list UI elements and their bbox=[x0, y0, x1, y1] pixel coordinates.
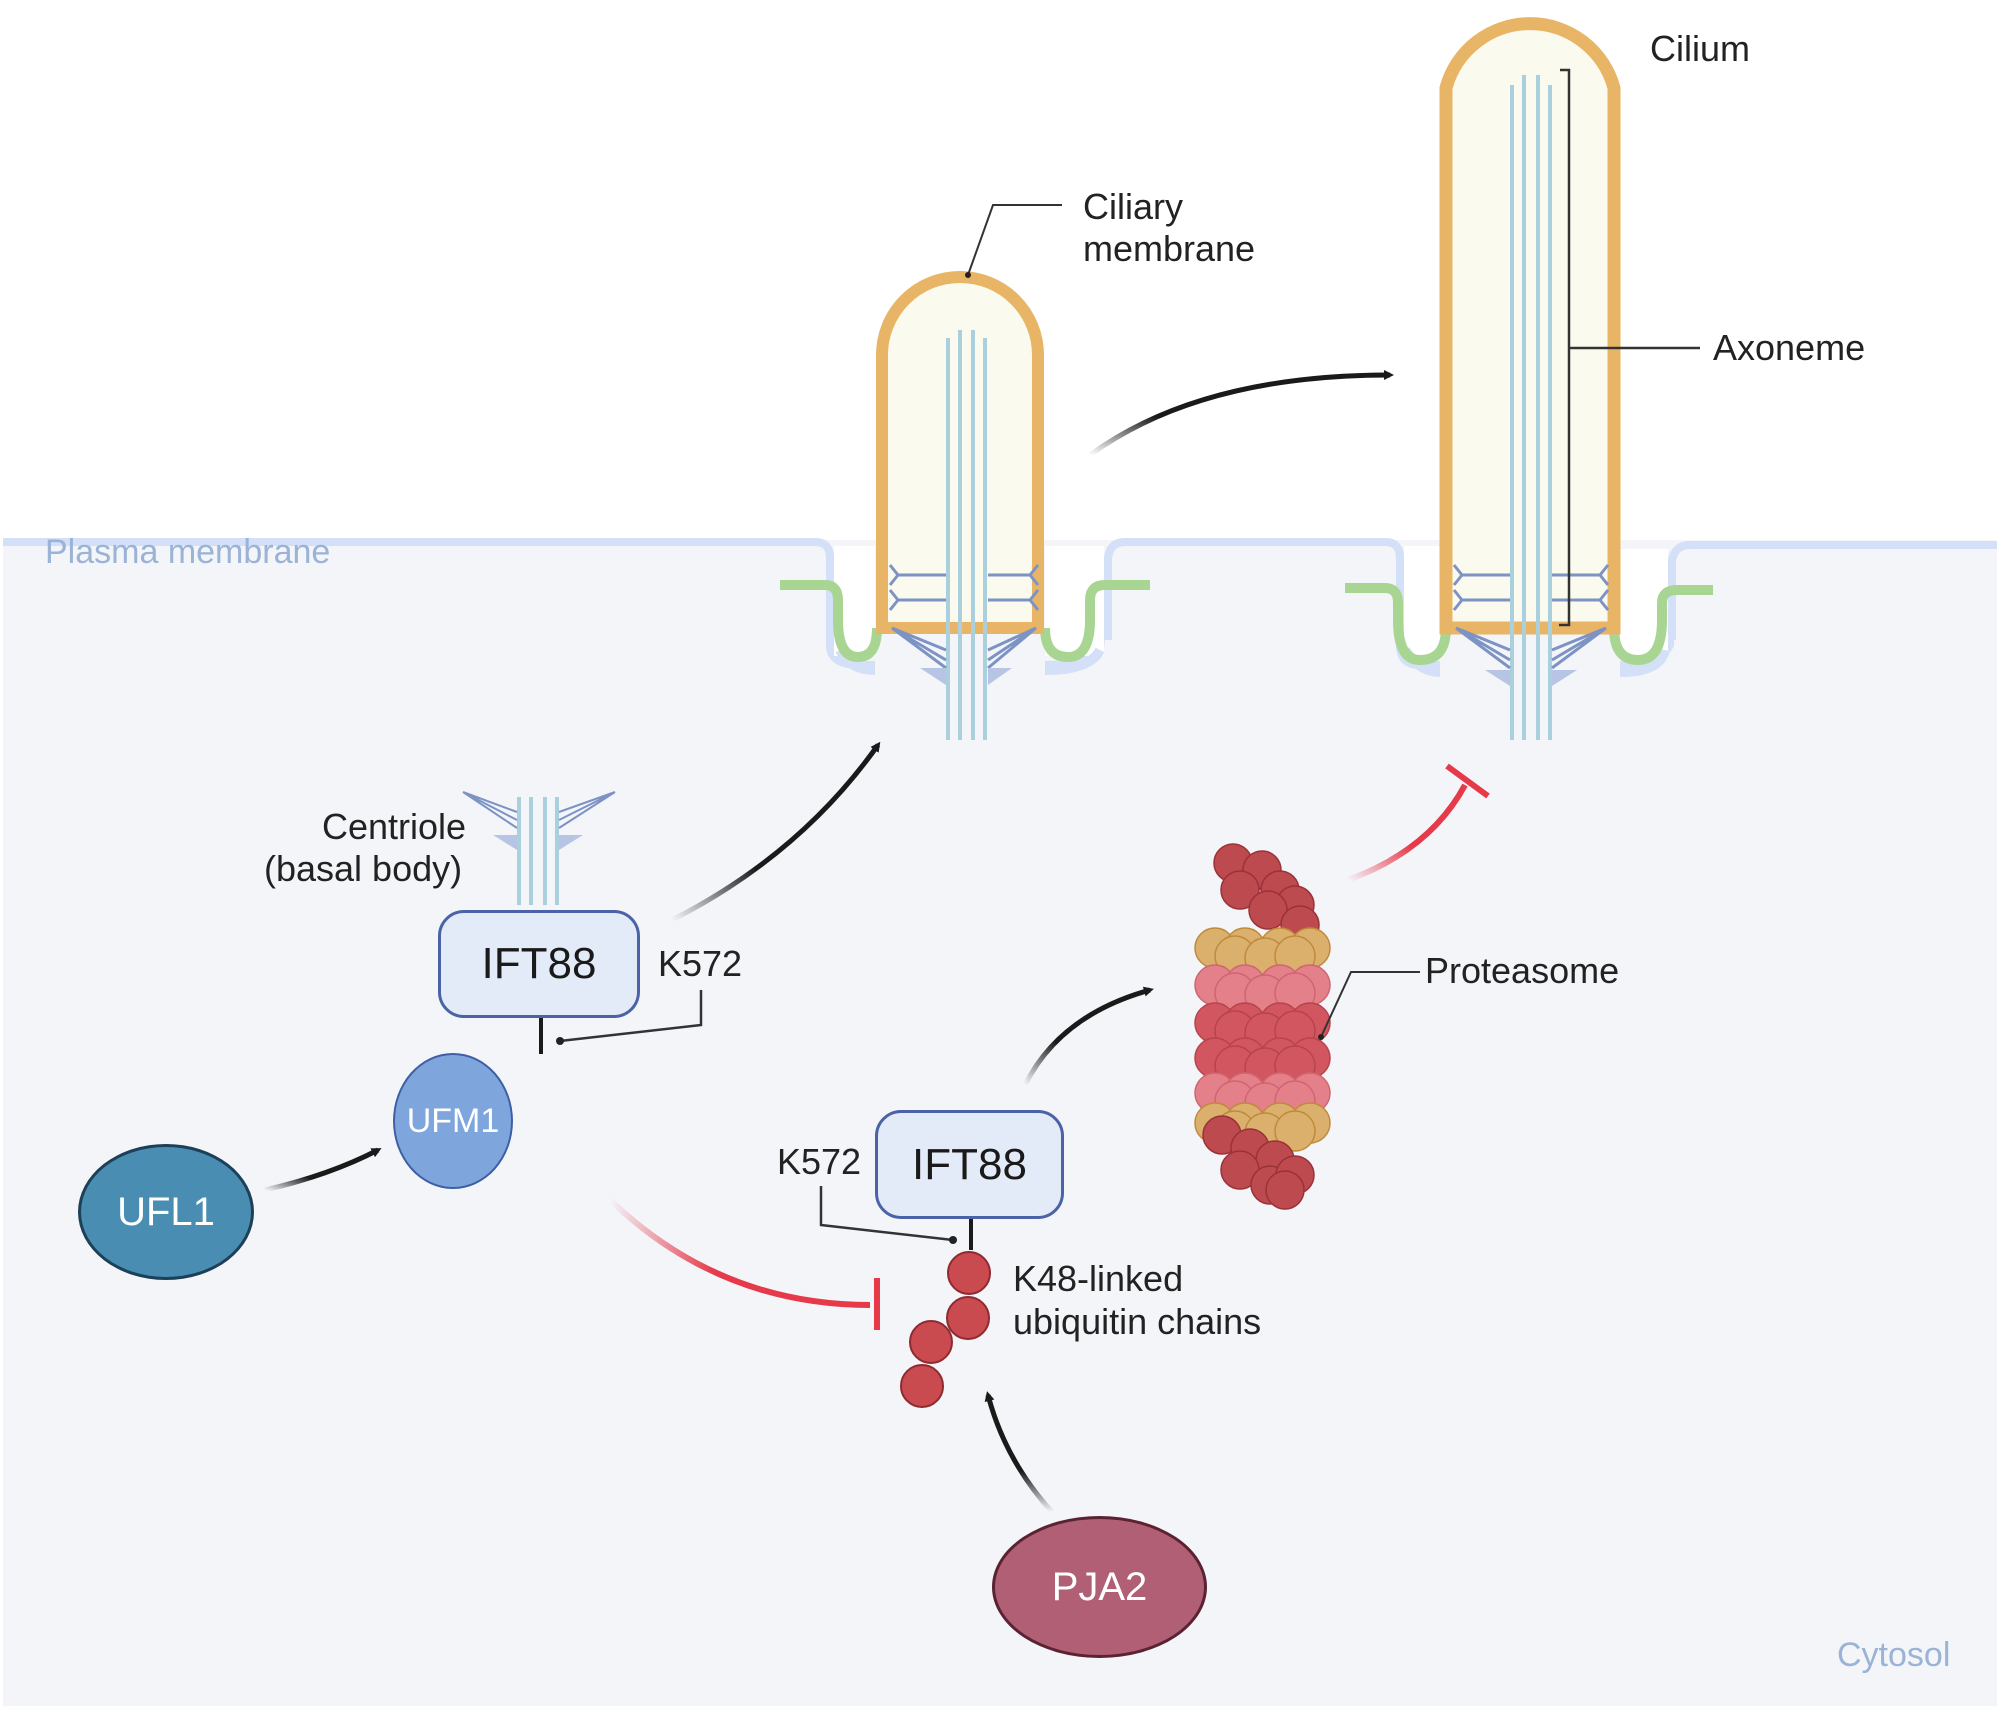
proteasome-cap-bottom bbox=[1202, 1115, 1315, 1210]
ciliary-pocket-right-2 bbox=[1609, 585, 1713, 666]
ubiquitin-3 bbox=[909, 1320, 953, 1364]
arrow-cilium-growth bbox=[1088, 370, 1394, 458]
ciliary-membrane-label-2: membrane bbox=[1083, 228, 1256, 269]
pja2-node: PJA2 bbox=[992, 1516, 1207, 1658]
ciliary-pocket-right-1 bbox=[1040, 580, 1150, 663]
axoneme-long bbox=[1510, 75, 1552, 740]
ubiquitin-label-1: K48-linked bbox=[1013, 1258, 1184, 1299]
axoneme-bracket bbox=[1559, 68, 1700, 627]
k572-top-label: K572 bbox=[658, 943, 743, 984]
ubiquitin-label-2: ubiquitin chains bbox=[1013, 1301, 1262, 1342]
inhibition-proteasome-to-cilium bbox=[1346, 783, 1468, 883]
proteasome-beta-ring-top bbox=[1194, 964, 1331, 1016]
cytosol-label: Cytosol bbox=[1837, 1636, 1951, 1674]
ufl1-node: UFL1 bbox=[78, 1144, 254, 1280]
ubiquitin-1 bbox=[947, 1251, 991, 1295]
proteasome-leader bbox=[1320, 971, 1420, 1038]
cilium-long bbox=[1439, 17, 1621, 740]
axoneme-label: Axoneme bbox=[1713, 327, 1866, 368]
proteasome-cap-top bbox=[1213, 843, 1320, 945]
arrow-ufl1-to-ufm1 bbox=[264, 1147, 382, 1193]
centriole-label-2: (basal body) bbox=[264, 848, 463, 889]
k572-bottom-leader bbox=[819, 1186, 954, 1242]
centriole-label-1: Centriole bbox=[322, 806, 467, 847]
ift88-node-bottom: IFT88 bbox=[875, 1110, 1064, 1219]
arrow-pja2-to-ubiquitin bbox=[984, 1391, 1054, 1514]
proteasome-cap-subunit bbox=[1248, 890, 1288, 930]
ubiquitin-chain bbox=[900, 1251, 991, 1408]
k572-bottom-label: K572 bbox=[777, 1141, 862, 1182]
k572-top-leader bbox=[559, 990, 703, 1043]
proteasome-alpha-ring-top bbox=[1194, 927, 1331, 979]
axoneme-short bbox=[946, 330, 987, 740]
cilium-label: Cilium bbox=[1650, 28, 1751, 69]
proteasome-cap-subunit bbox=[1220, 870, 1260, 910]
ift88-node-top: IFT88 bbox=[438, 910, 640, 1018]
proteasome-label: Proteasome bbox=[1425, 950, 1620, 991]
transition-fibers-short bbox=[888, 564, 1040, 670]
proteasome-subunit bbox=[1274, 1110, 1316, 1152]
ciliary-membrane-label-1: Ciliary bbox=[1083, 186, 1184, 227]
ubiquitin-4 bbox=[900, 1364, 944, 1408]
ciliary-membrane-leader bbox=[967, 204, 1062, 276]
ciliary-pocket-left-2 bbox=[1345, 583, 1451, 666]
inhibition-ufm1-to-ubiquitin bbox=[607, 1197, 871, 1308]
proteasome bbox=[1194, 843, 1331, 1210]
plasma-membrane-label: Plasma membrane bbox=[45, 533, 331, 571]
ufm1-node: UFM1 bbox=[393, 1053, 513, 1189]
centriole-basal-body bbox=[462, 791, 616, 905]
proteasome-cap-subunit bbox=[1265, 1170, 1305, 1210]
inhibition-bar-2 bbox=[1445, 763, 1490, 799]
arrow-ift88-to-cilium bbox=[670, 741, 881, 923]
cilium-short bbox=[876, 271, 1044, 740]
arrow-ift88-to-proteasome bbox=[1022, 986, 1154, 1087]
ciliary-pocket-left-1 bbox=[780, 580, 882, 663]
ubiquitin-2 bbox=[946, 1296, 990, 1340]
